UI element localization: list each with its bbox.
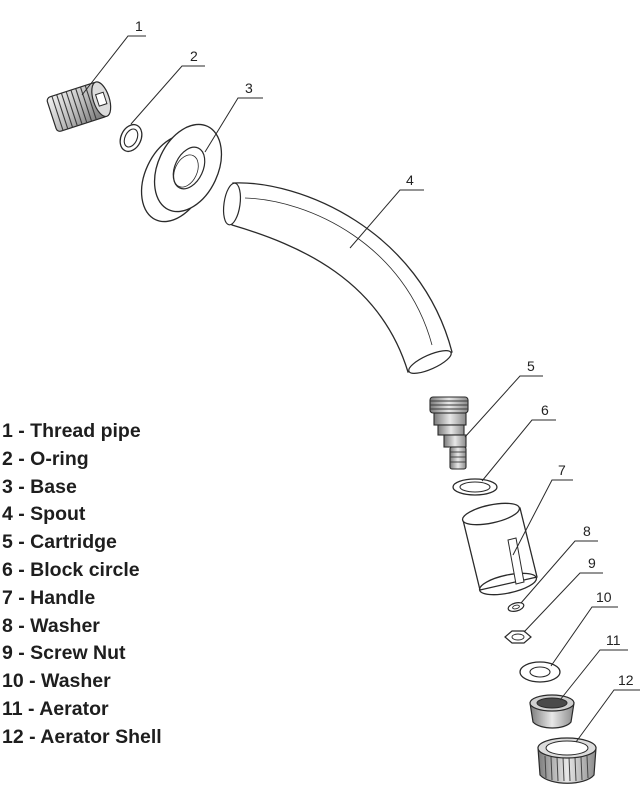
part-washer-small — [507, 602, 525, 612]
callout-8: 8 — [583, 523, 591, 539]
legend-item: 9 - Screw Nut — [2, 642, 126, 665]
leader-1 — [81, 35, 146, 96]
callout-1: 1 — [135, 18, 143, 34]
legend-item: 12 - Aerator Shell — [2, 725, 162, 748]
part-spout — [222, 182, 453, 374]
callout-6: 6 — [541, 402, 549, 418]
part-aerator — [529, 694, 575, 729]
legend-item: 11 - Aerator — [2, 697, 109, 720]
leader-10 — [550, 606, 618, 667]
part-cartridge — [429, 396, 469, 470]
callout-5: 5 — [527, 358, 535, 374]
part-block-circle — [452, 478, 498, 496]
part-screw-nut — [504, 630, 532, 644]
callout-2: 2 — [190, 48, 198, 64]
part-base — [140, 123, 223, 223]
leader-lines — [81, 35, 640, 743]
leader-2 — [130, 65, 205, 125]
legend-item: 1 - Thread pipe — [2, 420, 141, 442]
callout-7: 7 — [558, 462, 566, 478]
part-o-ring — [119, 123, 143, 153]
leader-11 — [559, 649, 628, 701]
callout-12: 12 — [618, 672, 634, 688]
leader-9 — [523, 572, 603, 633]
legend-item: 10 - Washer — [2, 670, 111, 693]
legend-item: 4 - Spout — [2, 503, 86, 526]
leader-12 — [575, 689, 640, 743]
callout-10: 10 — [596, 589, 612, 605]
legend-item: 8 - Washer — [2, 614, 100, 637]
leader-5 — [464, 375, 543, 438]
callout-numbers: 1 2 3 4 5 6 7 8 9 10 11 12 — [135, 18, 634, 688]
part-thread-pipe — [46, 81, 112, 132]
parts-legend: 1 - Thread pipe 2 - O-ring 3 - Base 4 - … — [2, 418, 162, 752]
legend-item: 7 - Handle — [2, 586, 96, 609]
leader-4 — [349, 189, 424, 249]
leader-8 — [520, 540, 598, 604]
legend-item: 6 - Block circle — [2, 558, 140, 581]
callout-11: 11 — [606, 632, 621, 648]
part-aerator-shell — [537, 737, 597, 784]
legend-item: 3 - Base — [2, 475, 77, 498]
leader-6 — [481, 419, 556, 482]
part-handle — [461, 502, 538, 596]
legend-item: 5 - Cartridge — [2, 531, 117, 554]
callout-4: 4 — [406, 172, 414, 188]
leader-7 — [512, 479, 573, 556]
leader-3 — [204, 97, 263, 153]
callout-3: 3 — [245, 80, 253, 96]
callout-9: 9 — [588, 555, 596, 571]
legend-item: 2 - O-ring — [2, 447, 89, 470]
part-washer-large — [519, 661, 561, 683]
